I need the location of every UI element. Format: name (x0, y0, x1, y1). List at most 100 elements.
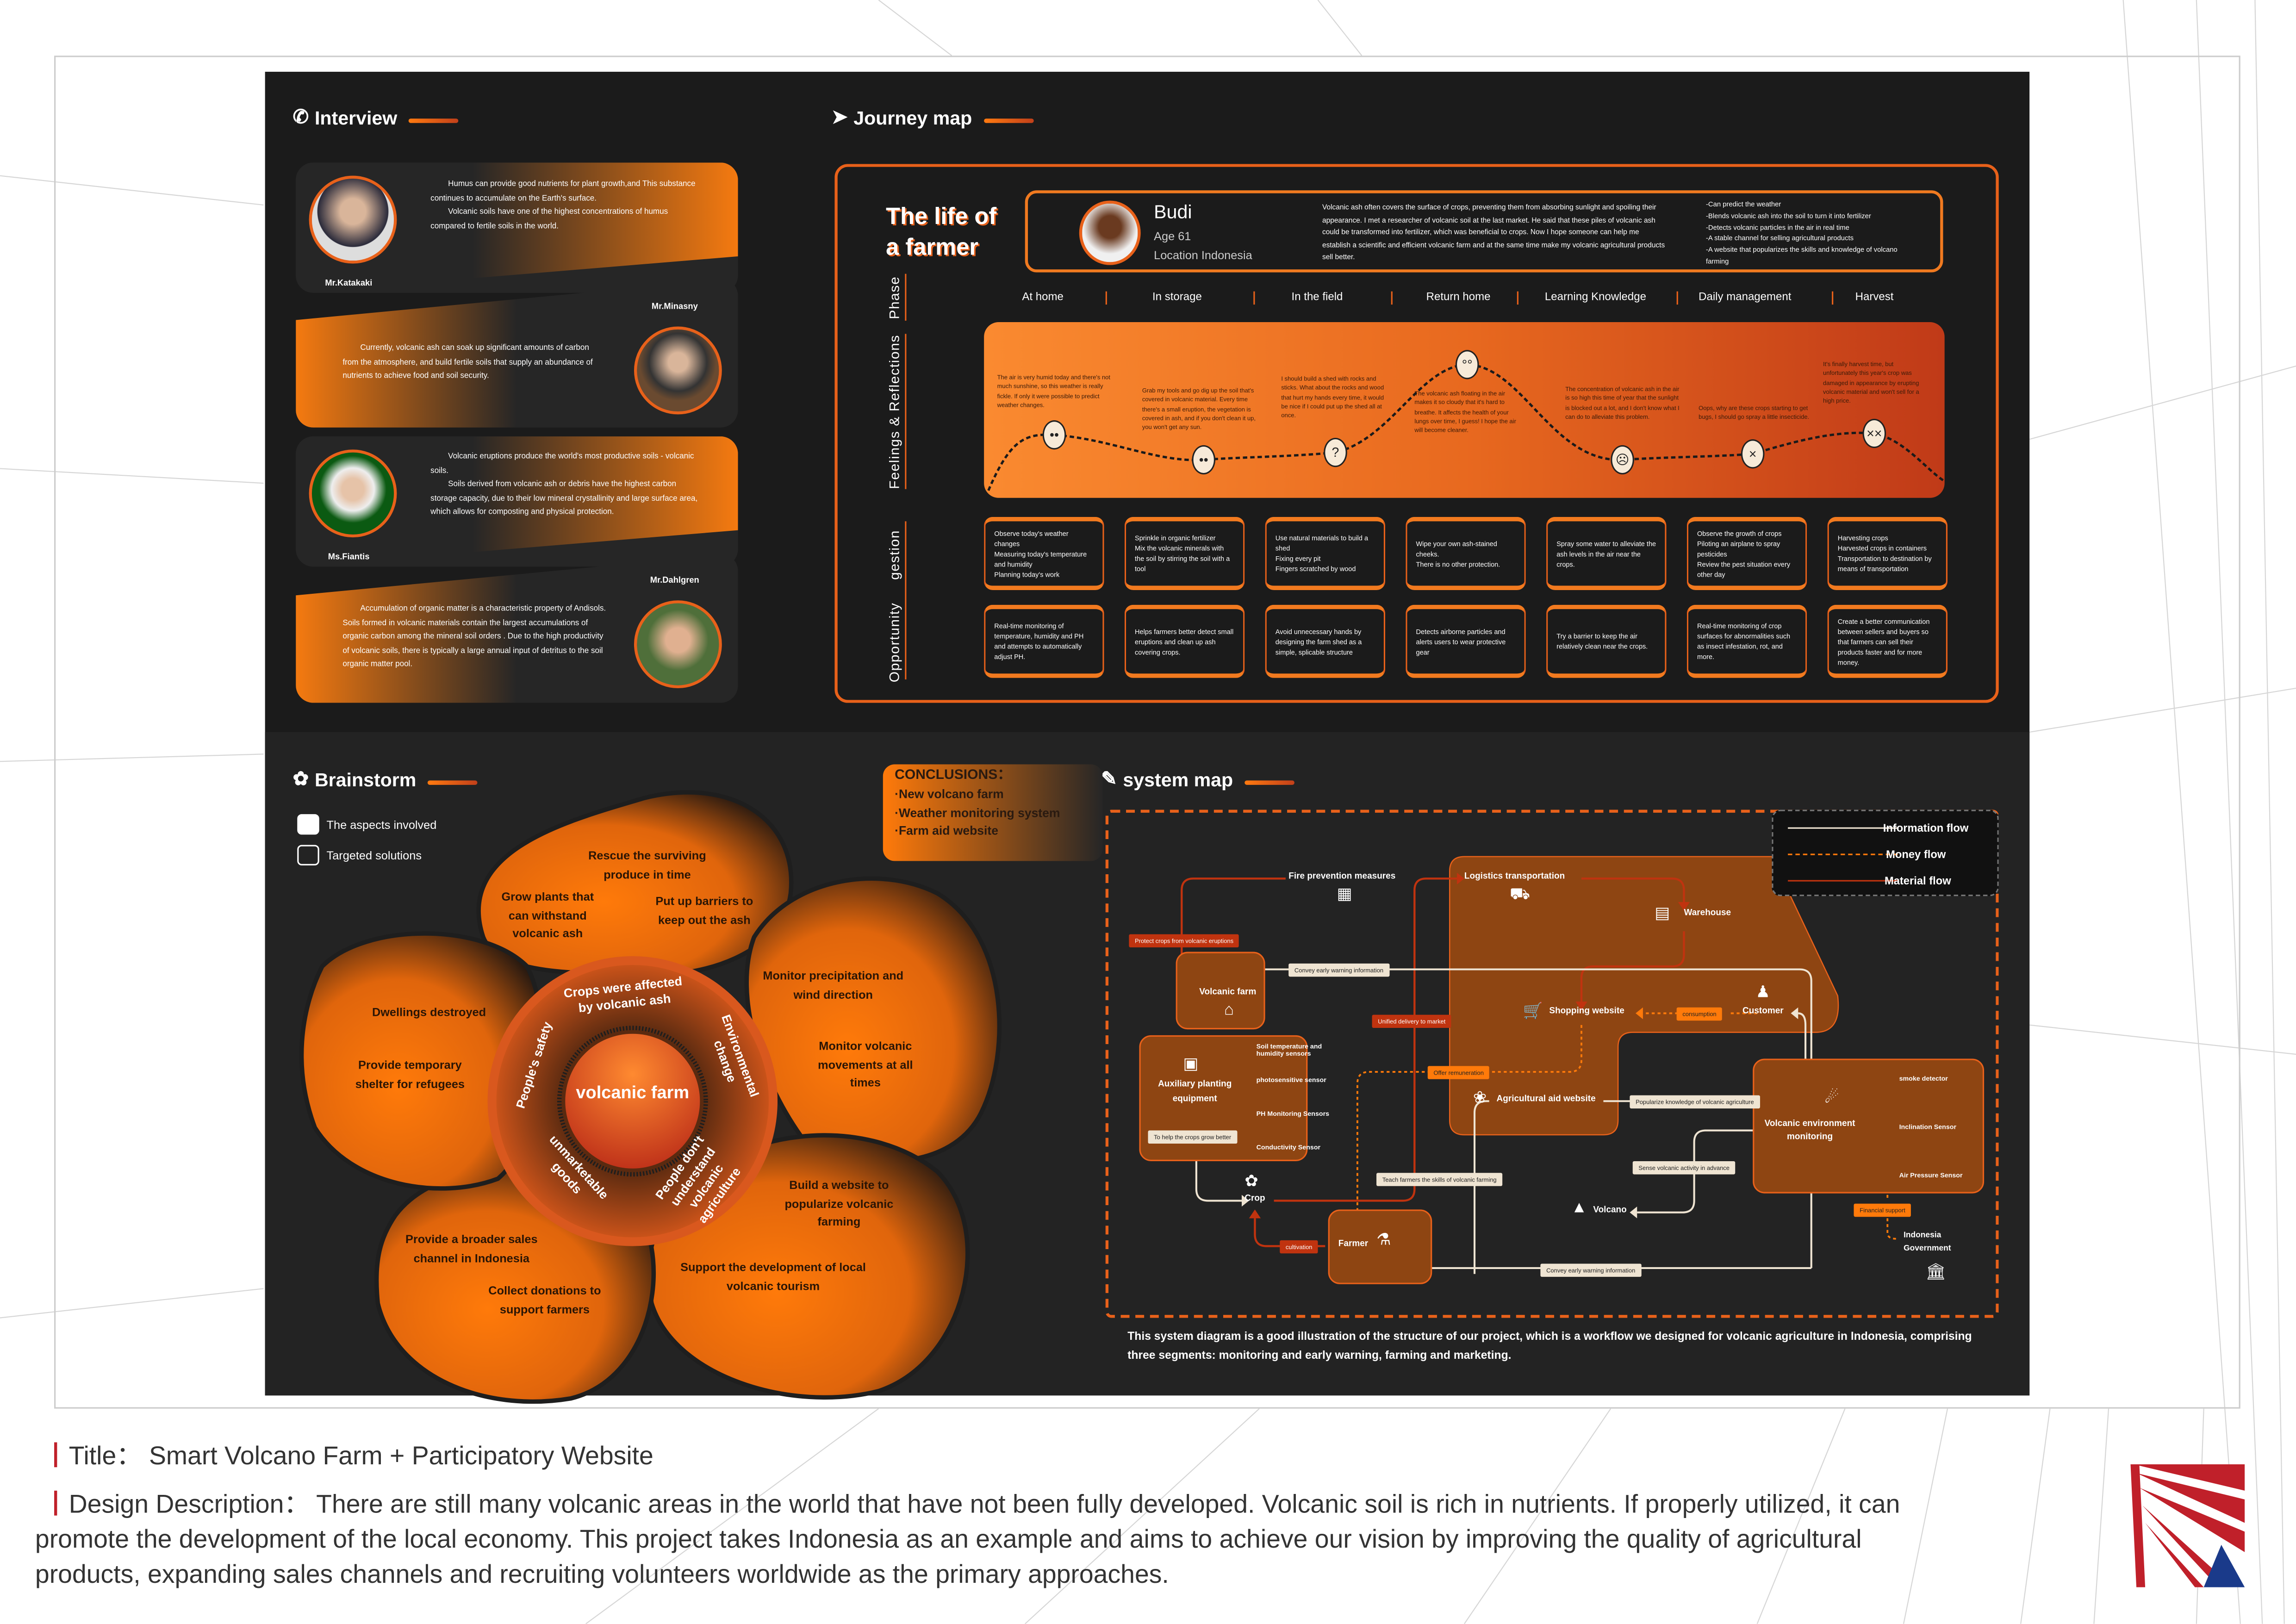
journey-heading: ➤ Journey map (832, 106, 1034, 129)
crop-icon: ✿ (1244, 1173, 1258, 1191)
avatar-dahlgren (634, 600, 722, 689)
interview-card: Ms.Fiantis Volcanic eruptions produce th… (296, 436, 738, 567)
heading-underline (983, 118, 1034, 123)
customer-icon: ♟ (1755, 984, 1770, 1002)
brain-icon: ✿ (292, 767, 309, 790)
neutral-face-icon: •• (1042, 420, 1066, 450)
label-financial-support: Financial support (1854, 1203, 1911, 1217)
sensor-label: photosensitive sensor (1256, 1076, 1326, 1084)
aid-clover-icon: ❀ (1473, 1089, 1487, 1107)
interview-card: Mr.Katakaki Humus can provide good nutri… (296, 162, 738, 293)
legend-info-flow: Information flow (1883, 821, 1969, 835)
dizzy-face-icon: ×× (1862, 418, 1886, 448)
opportunity-card: Try a barrier to keep the air relatively… (1546, 604, 1667, 678)
opportunity-card: Real-time monitoring of temperature, hum… (984, 604, 1104, 678)
label-cultivation: cultivation (1280, 1240, 1319, 1254)
action-card: Wipe your own ash-stained cheeks. There … (1406, 516, 1526, 591)
journey-title: Journey map (853, 106, 972, 128)
node-volcanic-farm: Volcanic farm (1199, 988, 1257, 997)
petal (299, 931, 545, 1191)
brick-wall-icon: ▦ (1337, 886, 1352, 904)
label-popularize-knowledge: Popularize knowledge of volcanic agricul… (1630, 1095, 1760, 1109)
solution-text: Rescue the surviving produce in time (588, 849, 706, 881)
farmer-box (1328, 1209, 1432, 1284)
persona-location: Location Indonesia (1154, 249, 1252, 262)
heading-underline (428, 779, 478, 784)
sensor-label: smoke detector (1899, 1075, 1948, 1083)
legend-money-flow: Money flow (1886, 847, 1946, 861)
label-help-crops: To help the crops grow better (1148, 1130, 1237, 1144)
phase-label: In storage (1152, 290, 1202, 303)
legend-aspects: The aspects involved (297, 814, 436, 835)
node-crop: Crop (1244, 1195, 1265, 1204)
phase-label: Daily management (1699, 290, 1792, 303)
label-protect-crops: Protect crops from volcanic eruptions (1129, 934, 1239, 948)
legend-material-flow: Material flow (1884, 874, 1951, 888)
cart-icon: 🛒 (1523, 1003, 1543, 1021)
node-warehouse: Warehouse (1684, 909, 1731, 918)
brainstorm-title: Brainstorm (314, 768, 417, 790)
outline-square-icon (297, 845, 319, 865)
interviewee-name: Mr.Minasny (651, 303, 698, 312)
interview-quote: Currently, volcanic ash can soak up sign… (342, 344, 593, 381)
interviewee-name: Ms.Fiantis (328, 553, 370, 562)
action-card: Observe the growth of crops Piloting an … (1686, 516, 1807, 591)
government-building-icon: 🏛 (1925, 1263, 1946, 1282)
university-logo (2130, 1464, 2245, 1587)
node-volcano: Volcano (1593, 1207, 1627, 1216)
opportunity-card: Avoid unnecessary hands by designing the… (1265, 604, 1386, 678)
meteor-icon: ☄ (1824, 1089, 1839, 1107)
toolbox-icon: ▣ (1183, 1056, 1199, 1074)
opportunity-card: Create a better communication between se… (1827, 604, 1948, 678)
persona-age: Age 61 (1154, 230, 1191, 243)
volcanic-farm-box (1176, 952, 1265, 1030)
phone-icon: ✆ (292, 105, 309, 128)
problem-text: Dwellings destroyed (372, 1006, 486, 1020)
label-convey-warning: Convey early warning information (1288, 963, 1389, 977)
heading-underline (1244, 779, 1295, 784)
phase-label: Return home (1426, 290, 1491, 303)
solution-text: Support the development of local volcani… (680, 1261, 866, 1293)
farm-icon: ⌂ (1224, 1002, 1234, 1020)
interview-quote: Accumulation of organic matter is a char… (342, 604, 606, 670)
opportunity-card: Helps farmers better detect small erupti… (1124, 604, 1245, 678)
system-map-title: system map (1123, 768, 1233, 790)
solution-text: Collect donations to support farmers (488, 1284, 601, 1316)
feeling-text: I should build a shed with rocks and sti… (1281, 374, 1384, 419)
solution-text: Grow plants that can withstand volcanic … (501, 890, 594, 940)
avatar-katakaki (309, 175, 397, 264)
label-consumption: consumption (1676, 1007, 1723, 1021)
avatar-minasny (634, 326, 722, 415)
marketing-region (1449, 856, 1839, 1136)
sensor-label: Inclination Sensor (1899, 1123, 1957, 1131)
brainstorm-heading: ✿ Brainstorm (293, 767, 478, 791)
label-teach-farmers: Teach farmers the skills of volcanic far… (1376, 1173, 1503, 1186)
label-convey-warning-farmer: Convey early warning information (1540, 1263, 1641, 1277)
node-volcanic-monitoring: Volcanic environment monitoring (1764, 1120, 1855, 1142)
system-map-frame (1105, 809, 1999, 1318)
sensor-label: PH Monitoring Sensors (1256, 1110, 1330, 1118)
feeling-text: Oops, why are these crops starting to ge… (1699, 404, 1810, 421)
persona-card: Budi Age 61 Location Indonesia Volcanic … (1025, 190, 1943, 273)
node-government: Indonesia Government (1904, 1231, 1951, 1254)
node-customer: Customer (1742, 1007, 1784, 1016)
brainstorm-center: volcanic farm (576, 1082, 690, 1103)
persona-story: Volcanic ash often covers the surface of… (1322, 205, 1665, 262)
solution-text: Build a website to popularize volcanic f… (784, 1178, 894, 1229)
interview-title: Interview (314, 106, 398, 128)
action-card: Use natural materials to build a shed Fi… (1265, 516, 1386, 591)
interviewee-name: Mr.Katakaki (325, 280, 373, 289)
label-offer-remuneration: Offer remuneration (1427, 1066, 1490, 1079)
feeling-text: The concentration of volcanic ash in the… (1565, 385, 1680, 420)
node-fire-prevention: Fire prevention measures (1288, 872, 1396, 882)
interview-card: Mr.Dahlgren Accumulation of organic matt… (296, 553, 738, 703)
persona-name: Budi (1154, 200, 1192, 223)
footer-description: Design Description： There are still many… (35, 1489, 1900, 1589)
persona-needs: -Can predict the weather-Blends volcanic… (1705, 200, 1898, 265)
label-sense-activity: Sense volcanic activity in advance (1632, 1161, 1736, 1175)
sensor-label: Conductivity Sensor (1256, 1144, 1321, 1151)
